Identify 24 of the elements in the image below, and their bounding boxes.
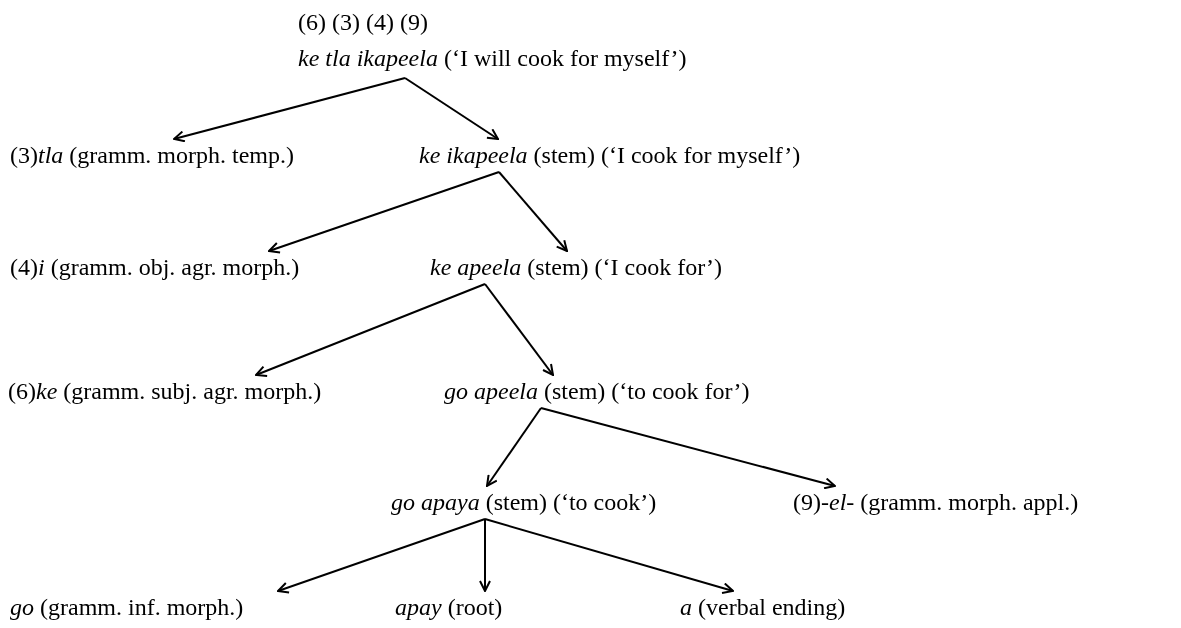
- tree-node-label: ke tla ikapeela (‘I will cook for myself’): [298, 44, 687, 73]
- arrow: [173, 77, 406, 143]
- arrow: [479, 518, 491, 592]
- tree-node-label: ke ikapeela (stem) (‘I cook for myself’): [419, 141, 801, 170]
- arrow: [498, 171, 568, 252]
- tree-node-label: (9)-el- (gramm. morph. appl.): [793, 488, 1079, 517]
- tree-node-label: go apaya (stem) (‘to cook’): [391, 488, 657, 517]
- arrow: [486, 407, 542, 487]
- tree-node-label: a (verbal ending): [680, 593, 846, 622]
- tree-node-label: (4)i (gramm. obj. agr. morph.): [10, 253, 300, 282]
- arrow: [277, 518, 486, 594]
- tree-node-label: (6)ke (gramm. subj. agr. morph.): [8, 377, 322, 406]
- tree-node-label: ke apeela (stem) (‘I cook for’): [430, 253, 723, 282]
- morpheme-index-label: (6) (3) (4) (9): [298, 8, 429, 37]
- arrow: [268, 171, 500, 254]
- tree-node-label: go apeela (stem) (‘to cook for’): [444, 377, 750, 406]
- arrow: [255, 283, 486, 377]
- tree-node-label: (3)tla (gramm. morph. temp.): [10, 141, 294, 170]
- arrow: [484, 518, 734, 594]
- arrow: [540, 407, 836, 490]
- tree-node-label: apay (root): [395, 593, 503, 622]
- tree-node-label: go (gramm. inf. morph.): [10, 593, 244, 622]
- arrow: [484, 283, 554, 376]
- arrow: [404, 77, 499, 140]
